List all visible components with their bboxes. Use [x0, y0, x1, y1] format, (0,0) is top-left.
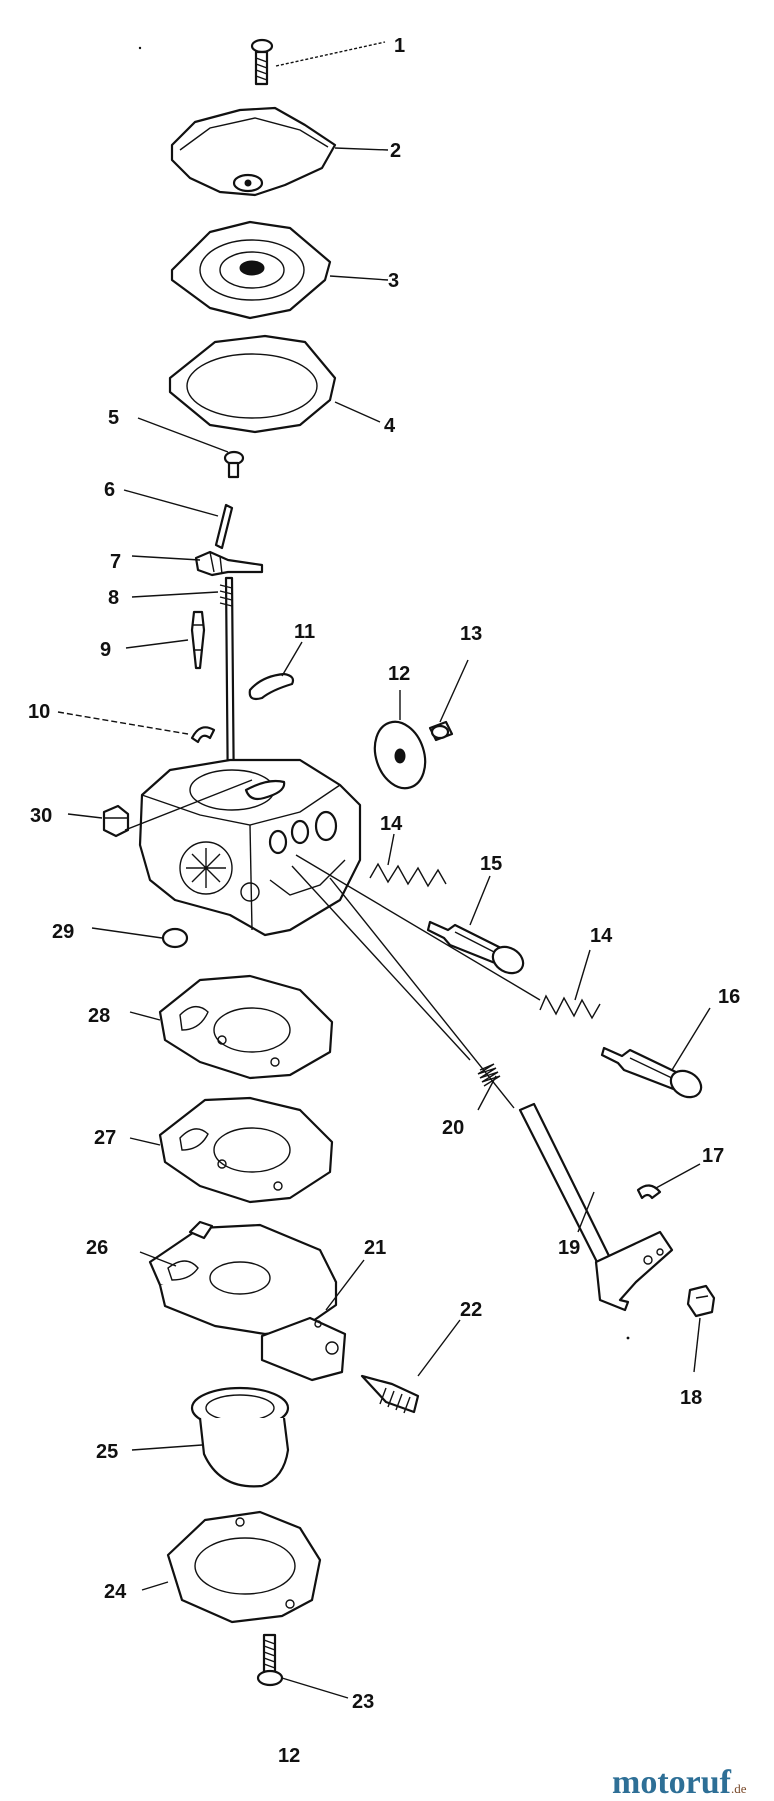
callout-28: 28: [88, 1005, 110, 1027]
part-seal-strip: [248, 672, 295, 701]
callout-29: 29: [52, 921, 74, 943]
part-carburetor-body: [138, 758, 362, 937]
callout-13: 13: [460, 623, 482, 645]
part-needle-spring-1: [369, 862, 447, 888]
callout-30: 30: [30, 805, 52, 827]
part-metering-cover: [148, 1220, 347, 1382]
part-metering-diaphragm: [158, 1096, 334, 1204]
part-throttle-shaft: [518, 1102, 674, 1312]
part-adjusting-needle-high: [426, 920, 525, 975]
part-adjusting-needle-low: [600, 1046, 703, 1099]
part-lever-spring: [219, 584, 233, 607]
part-screw-top: [250, 38, 274, 86]
part-disc: [373, 720, 427, 790]
callout-5: 5: [108, 407, 119, 429]
callout-20: 20: [442, 1117, 464, 1139]
callout-labels: 1 2 3 4 5 6 7 8 9 10 11 12 13 14 14 15 1…: [28, 35, 740, 1713]
speck: [138, 46, 142, 50]
part-screw-disc: [428, 720, 454, 742]
part-primer-bulb: [190, 1386, 290, 1488]
callout-27: 27: [94, 1127, 116, 1149]
callout-4: 4: [384, 415, 396, 437]
figure-number: 12: [278, 1745, 300, 1767]
callout-1: 1: [394, 35, 405, 57]
speck: [626, 1336, 630, 1340]
callout-14a: 14: [380, 813, 403, 835]
part-pump-diaphragm: [170, 220, 332, 320]
part-needle-spring-2: [539, 994, 601, 1020]
part-retaining-clip: [190, 726, 216, 744]
part-pump-cover: [170, 106, 337, 197]
callout-7: 7: [110, 551, 121, 573]
callout-10: 10: [28, 701, 50, 723]
callout-19: 19: [558, 1237, 580, 1259]
part-shaft-nut: [686, 1284, 716, 1318]
part-inlet-needle: [190, 610, 206, 670]
part-cover-gasket: [166, 1510, 322, 1624]
leader-lines: [57, 41, 711, 1699]
part-pump-gasket: [168, 334, 337, 434]
callout-8: 8: [108, 587, 119, 609]
callout-23: 23: [352, 1691, 374, 1713]
part-throttle-spring: [477, 1063, 501, 1087]
callout-26: 26: [86, 1237, 108, 1259]
callout-25: 25: [96, 1441, 118, 1463]
part-idle-screw: [360, 1374, 420, 1414]
callout-16: 16: [718, 986, 740, 1008]
watermark-brand: motoruf: [612, 1764, 731, 1801]
callout-22: 22: [460, 1299, 482, 1321]
callout-24: 24: [104, 1581, 127, 1603]
part-lever-pin: [214, 503, 234, 550]
callout-21: 21: [364, 1237, 386, 1259]
part-screw-bottom: [256, 1633, 284, 1687]
callout-14b: 14: [590, 925, 613, 947]
part-shaft-clip: [636, 1184, 662, 1200]
part-metering-gasket: [158, 974, 334, 1080]
part-metering-lever: [194, 550, 264, 577]
callout-11: 11: [294, 621, 315, 643]
callout-3: 3: [388, 270, 399, 292]
watermark-tld: .de: [730, 1781, 747, 1796]
callout-9: 9: [100, 639, 111, 661]
watermark-logo: motoruf.de: [612, 1766, 747, 1800]
callout-12: 12: [388, 663, 410, 685]
part-cap: [161, 927, 189, 949]
callout-6: 6: [104, 479, 115, 501]
callout-2: 2: [390, 140, 401, 162]
callout-17: 17: [702, 1145, 724, 1167]
part-screw-lever: [223, 450, 245, 479]
part-welch-plug: [102, 804, 130, 838]
callout-15: 15: [480, 853, 502, 875]
callout-18: 18: [680, 1387, 702, 1409]
